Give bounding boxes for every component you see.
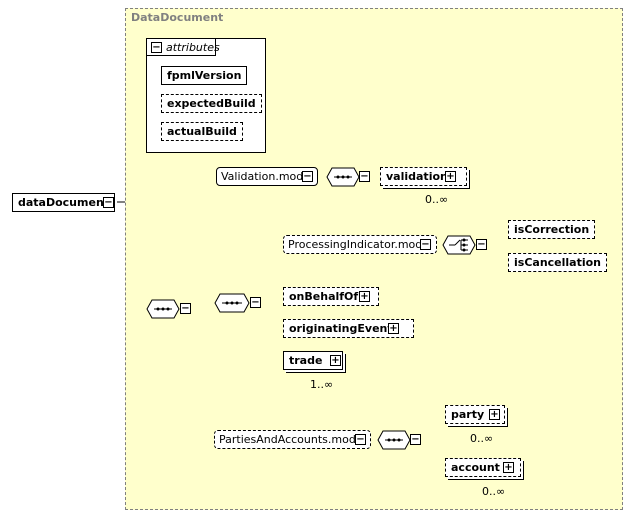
sequence-main-toggle[interactable]: −	[180, 303, 191, 314]
sequence-icon	[214, 293, 250, 313]
group-processingindicator-model[interactable]: ProcessingIndicator.model	[283, 235, 438, 254]
sequence-icon	[146, 299, 180, 319]
attributes-header	[146, 38, 216, 56]
attribute-fpmlversion[interactable]: fpmlVersion	[161, 66, 248, 85]
parties-sequence-toggle[interactable]: −	[410, 434, 421, 445]
sequence-compositor-parties	[377, 430, 411, 450]
sequence-compositor-main	[146, 299, 180, 319]
sequence-compositor-validation	[326, 167, 360, 187]
element-account-label: account	[451, 461, 500, 474]
group-partiesandaccounts-model[interactable]: PartiesAndAccounts.model	[214, 430, 371, 449]
element-originatingevent[interactable]: originatingEvent	[283, 319, 414, 338]
element-onbehalfof[interactable]: onBehalfOf	[283, 287, 380, 306]
element-iscorrection[interactable]: isCorrection	[508, 220, 596, 239]
choice-icon	[442, 235, 476, 255]
onbehalfof-expand-toggle[interactable]: +	[359, 291, 370, 302]
element-onbehalfof-label: onBehalfOf	[289, 290, 359, 303]
account-occurrence: 0..∞	[482, 485, 506, 498]
sequence-compositor-inner	[214, 293, 250, 313]
account-expand-toggle[interactable]: +	[503, 462, 514, 473]
processing-model-toggle[interactable]: −	[420, 239, 431, 250]
element-trade[interactable]: trade	[283, 351, 344, 370]
element-validation-label: validation	[386, 170, 448, 183]
element-account[interactable]: account	[445, 458, 521, 477]
root-collapse-toggle[interactable]: −	[103, 197, 114, 208]
attributes-title: attributes	[166, 41, 220, 54]
party-occurrence: 0..∞	[470, 432, 494, 445]
element-party-label: party	[451, 408, 485, 421]
container-title: DataDocument	[131, 11, 224, 24]
choice-toggle[interactable]: −	[476, 239, 487, 250]
validation-model-toggle[interactable]: −	[302, 171, 313, 182]
choice-compositor	[442, 235, 476, 255]
attributes-collapse-toggle[interactable]: −	[151, 42, 162, 53]
element-iscancellation[interactable]: isCancellation	[508, 253, 608, 272]
validation-sequence-toggle[interactable]: −	[359, 171, 370, 182]
root-element-datadocument[interactable]: dataDocument	[12, 193, 116, 212]
originatingevent-expand-toggle[interactable]: +	[388, 323, 399, 334]
validation-occurrence: 0..∞	[425, 193, 449, 206]
attribute-expectedbuild[interactable]: expectedBuild	[161, 94, 262, 113]
inner-sequence-toggle[interactable]: −	[250, 297, 261, 308]
element-trade-label: trade	[289, 354, 323, 367]
party-expand-toggle[interactable]: +	[489, 409, 500, 420]
trade-occurrence: 1..∞	[310, 378, 334, 391]
element-originatingevent-label: originatingEvent	[289, 322, 393, 335]
trade-expand-toggle[interactable]: +	[330, 355, 341, 366]
group-validation-model[interactable]: Validation.model	[216, 167, 319, 186]
attribute-actualbuild[interactable]: actualBuild	[161, 122, 243, 141]
parties-model-toggle[interactable]: −	[355, 434, 366, 445]
sequence-icon	[326, 167, 360, 187]
validation-expand-toggle[interactable]: +	[445, 171, 456, 182]
sequence-icon	[377, 430, 411, 450]
